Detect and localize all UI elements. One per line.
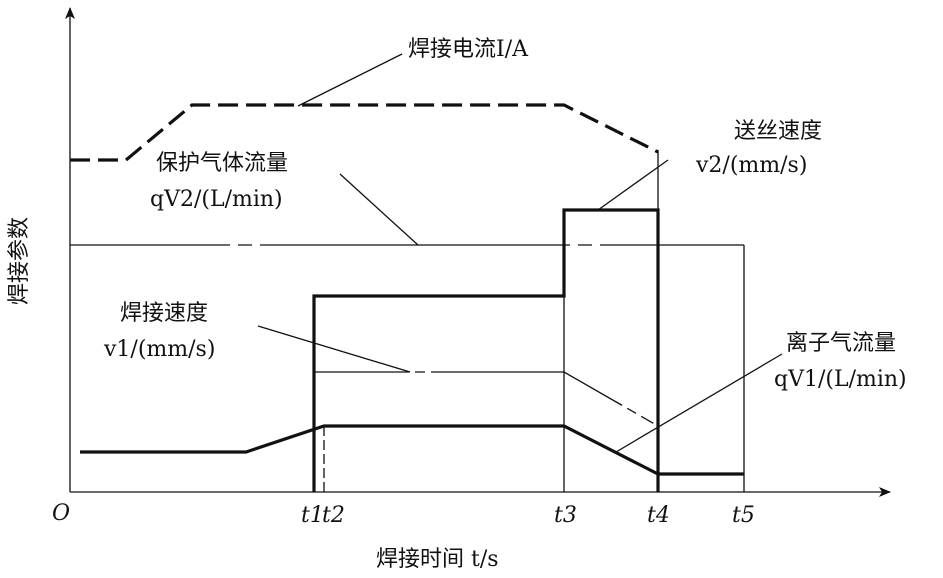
wire-feed-speed-curve [312, 208, 660, 492]
welding-speed-leader [257, 325, 411, 373]
shield-gas-flow-leader [339, 173, 419, 246]
welding-speed-title: 焊接速度 [120, 301, 208, 326]
wire-feed-speed-title: 送丝速度 [734, 119, 822, 144]
origin-label: O [52, 501, 70, 526]
wire-feed-speed-leader [597, 159, 669, 211]
plasma-gas-flow-title: 离子气流量 [786, 331, 896, 356]
tick-label-t3: t3 [554, 503, 577, 528]
tick-label-t1: t1 [301, 503, 324, 528]
x-axis-title: 焊接时间 t/s [376, 547, 499, 572]
shield-gas-flow-title: 保护气体流量 [156, 151, 288, 176]
plasma-gas-flow-leader [615, 353, 783, 453]
wire-feed-speed-unit: v2/(mm/s) [695, 153, 807, 178]
welding-speed-unit: v1/(mm/s) [103, 337, 215, 362]
plasma-gas-flow-unit: qV1/(L/min) [774, 367, 907, 392]
welding-current-curve [70, 103, 659, 162]
welding-current-leader [297, 53, 403, 107]
shield-gas-flow-unit: qV2/(L/min) [150, 187, 283, 212]
tick-label-t4: t4 [647, 503, 670, 528]
welding-speed-curve [314, 371, 659, 427]
tick-label-t2: t2 [322, 503, 345, 528]
plasma-gas-flow-curve [80, 424, 744, 476]
y-axis-title: 焊接参数 [7, 217, 32, 305]
tick-label-t5: t5 [732, 503, 755, 528]
welding-current-label: 焊接电流I/A [408, 37, 529, 62]
